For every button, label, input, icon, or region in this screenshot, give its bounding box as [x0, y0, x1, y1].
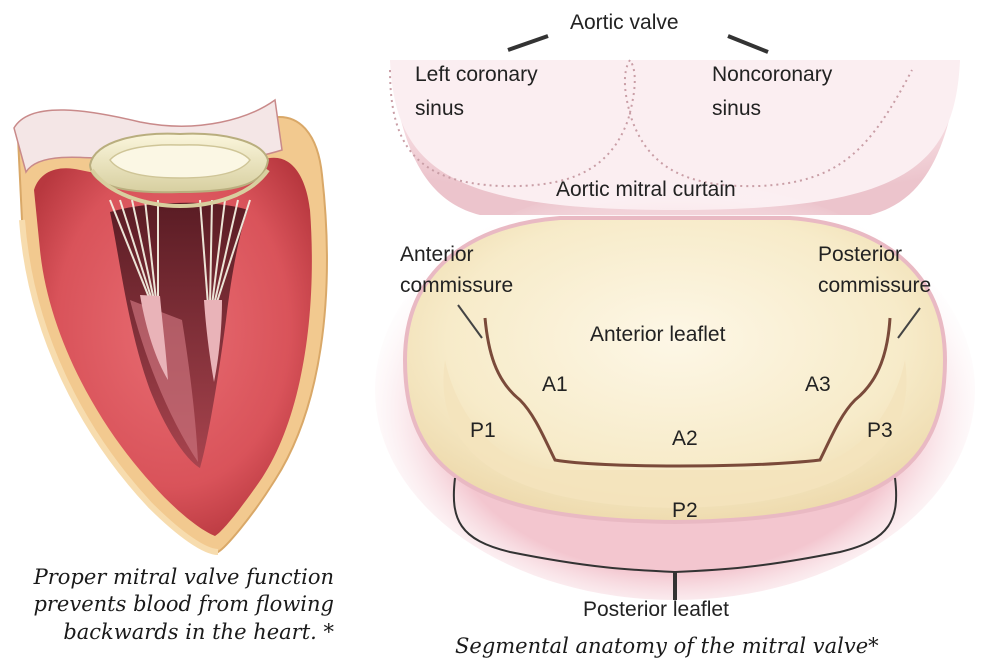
heart-caption: Proper mitral valve function prevents bl… [0, 564, 334, 646]
label-noncoronary-line2: sinus [712, 96, 761, 122]
label-anterior-commissure-line1: Anterior [400, 242, 474, 268]
label-noncoronary-line1: Noncoronary [712, 62, 832, 88]
label-a1: A1 [542, 372, 568, 398]
label-left-coronary-line1: Left coronary [415, 62, 538, 88]
label-p1: P1 [470, 418, 496, 444]
label-left-coronary-line2: sinus [415, 96, 464, 122]
label-aortic-mitral-curtain: Aortic mitral curtain [556, 177, 736, 203]
label-posterior-commissure-line1: Posterior [818, 242, 902, 268]
label-p3: P3 [867, 418, 893, 444]
label-p2: P2 [672, 498, 698, 524]
aortic-valve-dash-left [508, 36, 548, 50]
heart-illustration [0, 0, 350, 560]
label-posterior-leaflet: Posterior leaflet [583, 597, 729, 623]
heart-caption-line-3: backwards in the heart. * [0, 619, 334, 646]
label-anterior-leaflet: Anterior leaflet [590, 322, 725, 348]
heart-caption-line-2: prevents blood from flowing [0, 591, 334, 618]
valve-caption: Segmental anatomy of the mitral valve* [455, 633, 879, 660]
label-a2: A2 [672, 426, 698, 452]
mitral-orifice [110, 145, 250, 178]
label-anterior-commissure-line2: commissure [400, 273, 513, 299]
label-a3: A3 [805, 372, 831, 398]
label-posterior-commissure-line2: commissure [818, 273, 931, 299]
heart-caption-line-1: Proper mitral valve function [0, 564, 334, 591]
aortic-valve-dash-right [728, 36, 768, 52]
label-aortic-valve: Aortic valve [570, 10, 679, 36]
